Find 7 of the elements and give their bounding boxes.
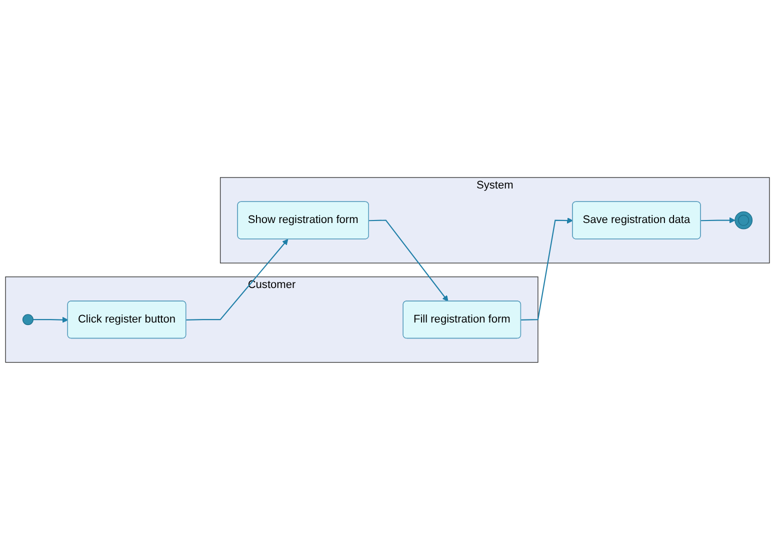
node-circle bbox=[22, 314, 34, 325]
node-circle bbox=[734, 210, 753, 229]
arrow bbox=[368, 219, 448, 302]
arrow bbox=[33, 316, 68, 322]
arrow bbox=[521, 217, 574, 320]
arrow bbox=[186, 238, 288, 320]
arrow bbox=[700, 216, 736, 223]
